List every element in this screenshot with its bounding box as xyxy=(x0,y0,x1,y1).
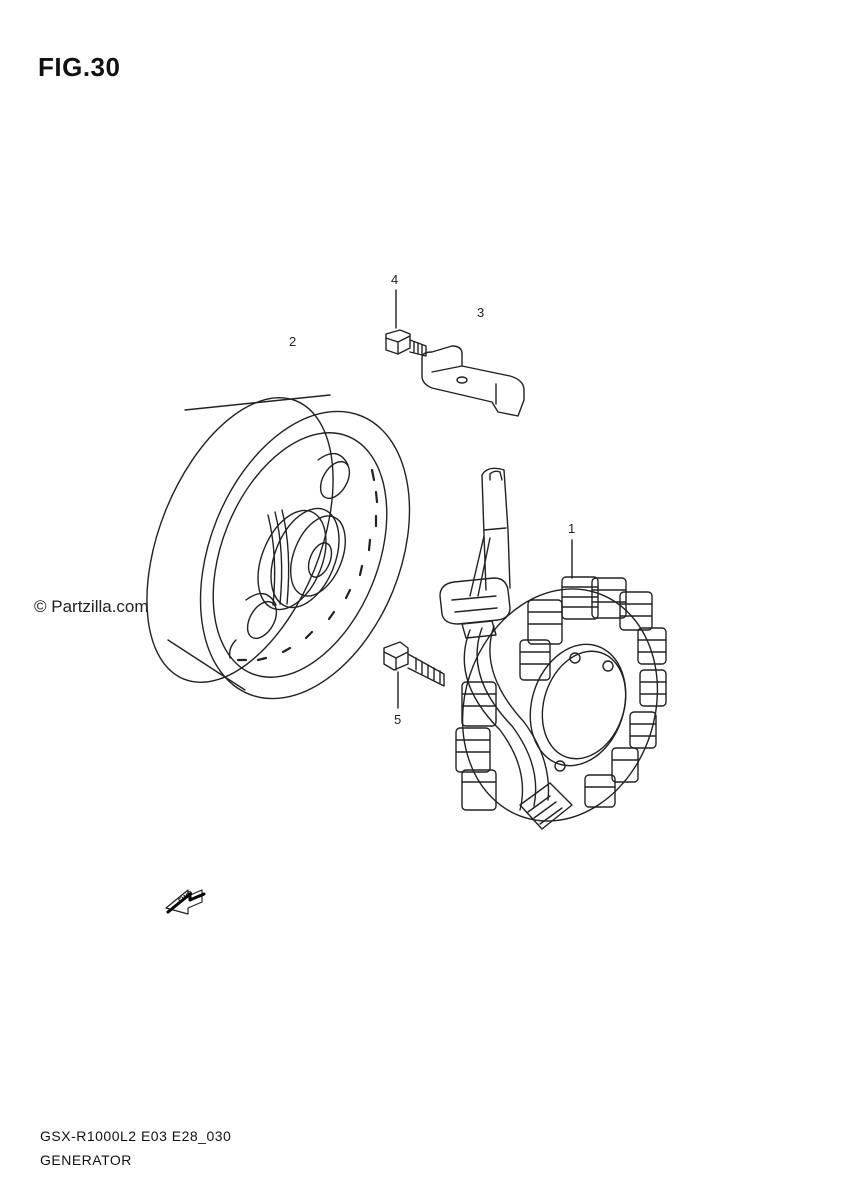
callout-rotor: 2 xyxy=(289,334,297,349)
rotor-drawing xyxy=(146,394,411,700)
part-title: GENERATOR xyxy=(40,1152,132,1168)
callout-stator: 1 xyxy=(568,521,576,536)
callout-clamp-bolt: 4 xyxy=(391,272,399,287)
stator-bolt-drawing xyxy=(383,641,445,709)
fwd-arrow-icon xyxy=(165,889,206,915)
stator-drawing xyxy=(439,467,667,830)
clamp-bolt-drawing xyxy=(385,289,427,357)
callout-clamp: 3 xyxy=(477,305,485,320)
partzilla-watermark: © Partzilla.com xyxy=(34,597,149,616)
clamp-drawing xyxy=(421,345,525,417)
model-code: GSX-R1000L2 E03 E28_030 xyxy=(40,1128,232,1144)
figure-title: FIG.30 xyxy=(38,52,121,82)
callout-stator-bolt: 5 xyxy=(394,712,402,727)
